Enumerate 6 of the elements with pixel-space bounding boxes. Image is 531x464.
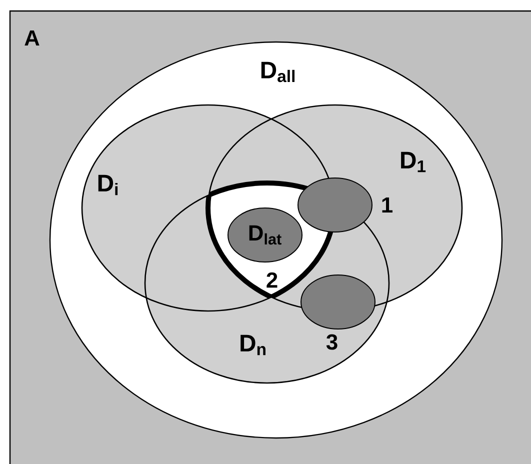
region-number: 1: [382, 197, 392, 213]
panel-letter: A: [24, 30, 40, 46]
region-number: 3: [326, 334, 338, 350]
set-ellipse: [300, 274, 376, 350]
set-ellipse: [298, 178, 392, 232]
region-number: 2: [266, 272, 278, 288]
